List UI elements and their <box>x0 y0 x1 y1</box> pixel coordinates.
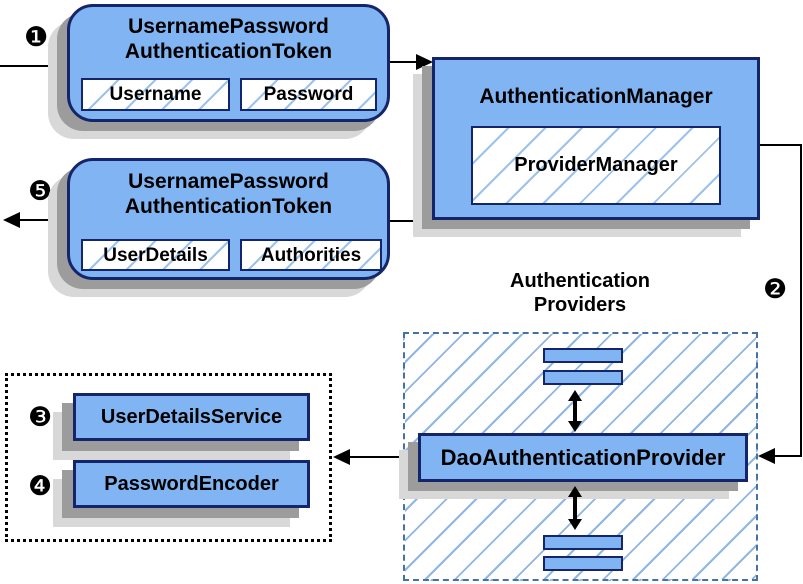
arrowhead-left-icon <box>333 449 350 465</box>
request-token-title-line2: AuthenticationToken <box>124 40 333 63</box>
field-username: Username <box>81 78 230 111</box>
connector-manager-to-result-token <box>390 220 434 222</box>
field-authorities: Authorities <box>240 239 382 271</box>
providers-heading-line2: Providers <box>533 294 627 316</box>
arrowhead-left-icon <box>3 212 20 228</box>
connector-manager-to-provider-bottom <box>775 455 802 457</box>
connector-request-to-manager <box>390 61 418 63</box>
result-token-box: UsernamePassword AuthenticationToken Use… <box>67 158 390 280</box>
authentication-manager-box: AuthenticationManager ProviderManager <box>432 57 760 220</box>
connector-result-to-client <box>16 219 67 221</box>
password-encoder-box: PasswordEncoder <box>73 460 310 508</box>
arrowhead-up-icon <box>568 486 582 497</box>
result-token-title-line2: AuthenticationToken <box>124 195 333 218</box>
arrowhead-left-icon <box>758 448 775 464</box>
connector-client-to-request-token <box>0 65 67 67</box>
provider-list-item <box>543 370 623 385</box>
authentication-manager-title: AuthenticationManager <box>479 85 713 108</box>
bidirectional-arrow-line <box>573 496 577 520</box>
step-4-badge: ❹ <box>28 471 53 502</box>
request-token-title-line1: UsernamePassword <box>128 15 329 38</box>
step-1-badge: ❶ <box>24 22 49 53</box>
provider-list-item <box>543 348 623 363</box>
provider-list-item <box>543 556 623 571</box>
user-details-service-box: UserDetailsService <box>73 393 310 441</box>
provider-list-item <box>543 535 623 550</box>
authentication-providers-heading: Authentication Providers <box>455 269 705 317</box>
field-userdetails: UserDetails <box>81 239 230 271</box>
connector-manager-to-provider-top <box>760 144 802 146</box>
arrowhead-down-icon <box>568 519 582 530</box>
connector-manager-to-provider-vertical <box>800 144 802 457</box>
arrowhead-up-icon <box>568 390 582 401</box>
arrowhead-right-icon <box>416 54 433 70</box>
provider-manager-box: ProviderManager <box>471 126 721 205</box>
providers-heading-line1: Authentication <box>510 270 650 292</box>
step-3-badge: ❸ <box>28 402 53 433</box>
step-5-badge: ❺ <box>28 176 53 207</box>
field-password: Password <box>240 78 377 111</box>
bidirectional-arrow-line <box>573 399 577 422</box>
request-token-box: UsernamePassword AuthenticationToken Use… <box>67 4 390 122</box>
arrowhead-down-icon <box>568 421 582 432</box>
step-2-badge: ❷ <box>763 274 788 305</box>
connector-provider-to-services <box>348 456 416 458</box>
result-token-title-line1: UsernamePassword <box>128 170 329 193</box>
dao-authentication-provider-box: DaoAuthenticationProvider <box>418 433 748 482</box>
services-group <box>5 373 332 542</box>
